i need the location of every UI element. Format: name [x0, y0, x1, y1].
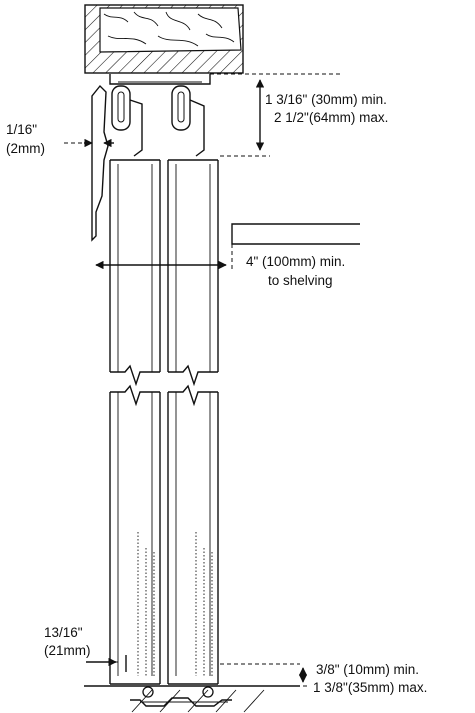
roller-wheel-left — [111, 85, 143, 157]
floor-line — [84, 685, 300, 713]
floor-clearance-max-label: 1 3/8"(35mm) max. — [313, 680, 427, 695]
side-gap-dimension — [86, 655, 127, 672]
roller-wheel-right — [171, 85, 205, 157]
door-panel-front — [109, 159, 161, 685]
door-panel-back — [167, 159, 219, 685]
fascia-gap-fraction-label: 1/16" — [6, 122, 37, 137]
side-gap-metric-label: (21mm) — [44, 643, 91, 658]
floor-clearance-dimension — [220, 663, 310, 687]
head-clearance-max-label: 2 1/2"(64mm) max. — [274, 110, 388, 125]
shelving-clearance-dimension — [95, 244, 233, 270]
head-clearance-dimension — [210, 73, 340, 157]
shelving-clearance-sub-label: to shelving — [268, 273, 333, 288]
shelving — [231, 223, 360, 245]
top-track — [109, 74, 211, 85]
hidden-pivot-pins — [137, 532, 213, 676]
shelving-clearance-label: 4" (100mm) min. — [246, 254, 345, 269]
ceiling-header — [84, 4, 244, 74]
fascia-gap-metric-label: (2mm) — [6, 141, 45, 156]
side-gap-fraction-label: 13/16" — [44, 625, 83, 640]
fascia-valance — [91, 84, 109, 242]
head-clearance-min-label: 1 3/16" (30mm) min. — [265, 92, 387, 107]
bottom-guide — [130, 686, 232, 707]
floor-clearance-min-label: 3/8" (10mm) min. — [316, 662, 419, 677]
